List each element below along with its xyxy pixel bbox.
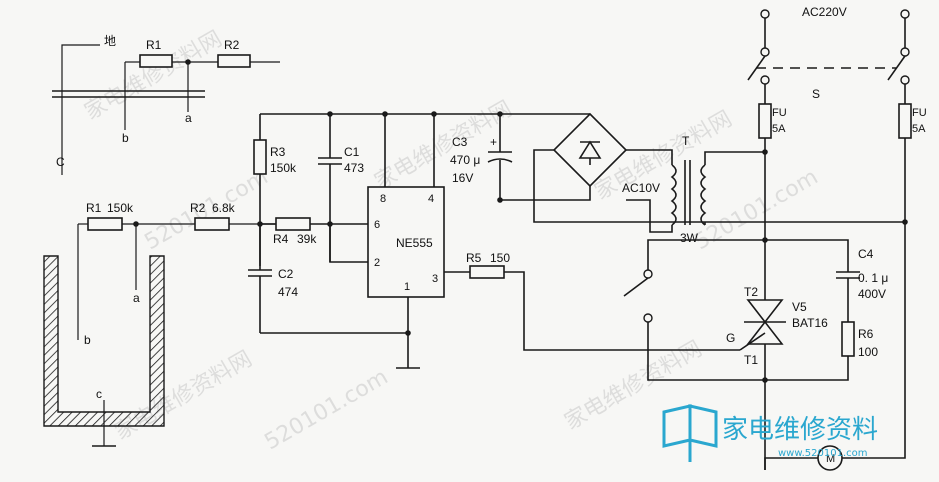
v5-label: V5: [792, 300, 807, 314]
ne555-body: [367, 186, 445, 298]
r6-label: R6: [858, 327, 874, 341]
motor-label: M: [826, 453, 835, 465]
input-resistors: R1 150k R2 6.8k: [78, 201, 275, 231]
fuse-left-value: 5A: [772, 123, 786, 135]
resistor-r2-inset: [217, 54, 251, 68]
r5-value: 150: [490, 251, 510, 265]
c1-label: C1: [344, 145, 360, 159]
r1-inset-label: R1: [146, 38, 162, 52]
c2-value: 474: [278, 285, 298, 299]
c4-value1: 0. 1 μ: [858, 271, 888, 285]
r3-label: R3: [270, 145, 286, 159]
pin8-label: 8: [380, 193, 386, 205]
pin2-label: 2: [374, 257, 380, 269]
bridge-rectifier: AC10V: [500, 112, 905, 223]
capacitor-c1-group: C1 473: [318, 114, 364, 262]
r4-value: 39k: [297, 232, 317, 246]
t2-label: T2: [744, 285, 758, 299]
terminal-left-top: [760, 9, 770, 19]
resistor-r2: [194, 217, 230, 231]
resistor-r6: [841, 321, 855, 357]
c1-value: 473: [344, 161, 364, 175]
r2-inset-label: R2: [224, 38, 240, 52]
motor: M: [764, 445, 906, 471]
book-icon: [662, 404, 718, 462]
pin6-label: 6: [374, 219, 380, 231]
fuse-right-label: FU: [912, 107, 927, 119]
fuse-right: [898, 103, 912, 139]
r2-label: R2: [190, 201, 206, 215]
c3-plus: +: [490, 135, 497, 149]
node-a-label: a: [133, 291, 140, 305]
node-c-label: c: [96, 387, 102, 401]
c2-label: C2: [278, 267, 294, 281]
watermark-text: 家电维修资料网: [111, 347, 257, 446]
watermark-text: 家电维修资料网: [561, 337, 707, 436]
r4-label: R4: [273, 232, 289, 246]
capacitor-c3-group: + C3 470 μ 16V: [450, 114, 513, 203]
c3-value2: 16V: [452, 171, 473, 185]
r2-value: 6.8k: [212, 201, 236, 215]
watermark-url: 520101.com: [141, 165, 273, 256]
g-label: G: [726, 331, 735, 345]
terminal-right-mid: [900, 47, 910, 57]
mains-input: AC220V S FU 5A FU 5A: [747, 5, 927, 470]
transformer-label: T: [682, 134, 690, 148]
c3-value1: 470 μ: [450, 153, 480, 167]
snubber: C4 0. 1 μ 400V R6 100: [765, 239, 888, 381]
terminal-left-mid: [760, 47, 770, 57]
watermark-url: 520101.com: [261, 365, 393, 456]
watermark-url: 520101.com: [691, 165, 823, 256]
switch-s-label: S: [812, 87, 820, 101]
node-c-inset-label: C: [56, 155, 65, 169]
resistor-r1: [87, 217, 123, 231]
brand-url: www.520101.com: [778, 448, 868, 459]
r6-value: 100: [858, 345, 878, 359]
ac220v-label: AC220V: [802, 5, 847, 19]
r3-value: 150k: [270, 161, 297, 175]
c4-value2: 400V: [858, 287, 886, 301]
c3-label: C3: [452, 135, 468, 149]
ground-label: 地: [104, 34, 116, 48]
pin4-label: 4: [428, 193, 434, 205]
brand-name: 家电维修资料: [722, 415, 878, 445]
transformer: T 3W: [626, 134, 765, 245]
node-b-inset-label: b: [122, 131, 129, 145]
fuse-left: [758, 103, 772, 139]
transformer-power: 3W: [680, 231, 699, 245]
resistor-r4-group: R4 39k: [260, 217, 368, 246]
c4-label: C4: [858, 247, 874, 261]
resistor-r5-group: R5 150: [444, 251, 740, 351]
terminal-right-top: [900, 9, 910, 19]
r1-value: 150k: [107, 201, 134, 215]
r1-label: R1: [86, 201, 102, 215]
resistor-r3: [253, 139, 267, 175]
node-a-inset-label: a: [185, 111, 192, 125]
fuse-right-value: 5A: [912, 123, 926, 135]
bat16-label: BAT16: [792, 316, 828, 330]
capacitor-c2-group: C2 474: [248, 224, 408, 334]
pin1-label: 1: [404, 281, 410, 293]
resistor-r5: [469, 265, 505, 279]
ne555-ic: NE555 8 4 6 2 1 3: [367, 114, 445, 369]
node-b-label: b: [84, 333, 91, 347]
water-tank: b a c: [43, 224, 165, 447]
ac10v-label: AC10V: [622, 181, 660, 195]
resistor-r4: [275, 217, 311, 231]
brand-logo: 家电维修资料 www.520101.com: [662, 404, 878, 462]
pin3-label: 3: [432, 273, 438, 285]
ne555-label: NE555: [396, 236, 433, 250]
sensor-inset: 地 R1 R2 a b C: [52, 34, 280, 175]
triac-v5: T2 T1 G V5 BAT16: [726, 285, 828, 367]
fuse-left-label: FU: [772, 107, 787, 119]
t1-label: T1: [744, 353, 758, 367]
resistor-r1-inset: [139, 54, 173, 68]
manual-switch: [623, 239, 765, 381]
r5-label: R5: [466, 251, 482, 265]
